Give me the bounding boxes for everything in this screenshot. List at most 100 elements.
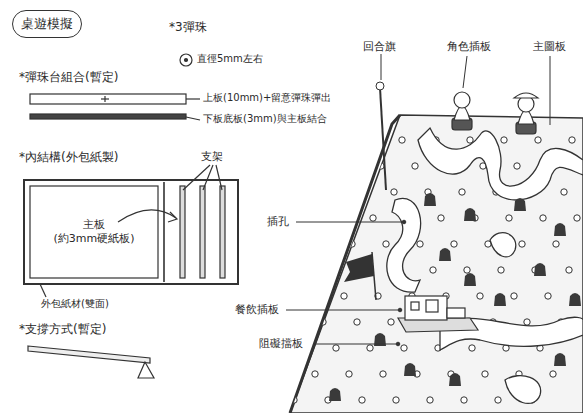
leader-line — [381, 54, 382, 80]
building — [405, 296, 447, 320]
part-label: 上板(10mm)+留意彈珠彈出 — [202, 92, 332, 104]
part-label: *彈珠台組合(暫定) — [18, 70, 119, 84]
peg-hole — [561, 189, 567, 195]
support-bar — [200, 186, 205, 278]
support-bar — [220, 186, 225, 278]
leader-line — [203, 165, 213, 190]
peg-hole — [315, 241, 321, 247]
peg-hole — [257, 397, 263, 403]
peg-hole — [273, 293, 279, 299]
sign — [447, 308, 465, 318]
leader-line — [296, 222, 404, 223]
obstacles — [329, 193, 581, 401]
restaurant-insert — [398, 296, 478, 332]
peg-hole — [511, 293, 517, 299]
peg-hole — [506, 215, 512, 221]
peg-hole — [370, 215, 376, 221]
part-label: *支撐方式(暫定) — [18, 322, 107, 336]
peg-hole — [312, 371, 318, 377]
obstacle-block — [329, 388, 341, 401]
obstacle-block — [554, 353, 566, 366]
peg-hole — [302, 215, 308, 221]
main-board — [290, 115, 583, 413]
node-text: 主板 — [83, 218, 105, 232]
part-label: *3彈珠 — [168, 20, 208, 34]
peg-hole — [550, 371, 556, 377]
peg-hole — [524, 319, 530, 325]
obstacle-block — [569, 293, 581, 306]
peg-hole — [331, 137, 337, 143]
main-board-box: 主板(約3mm硬紙板) — [30, 186, 158, 278]
part-label: 餐飲插板 — [234, 303, 280, 316]
peg-hole — [574, 215, 580, 221]
obstacle-block — [514, 198, 526, 211]
peg-hole — [498, 267, 504, 273]
peg-hole — [464, 267, 470, 273]
peg-hole — [354, 319, 360, 325]
peg-hole — [310, 163, 316, 169]
board-illustration — [257, 54, 583, 413]
curved-arrow — [118, 210, 176, 222]
peg-hole — [297, 137, 303, 143]
part-label: 插孔 — [266, 215, 290, 228]
peg-hole — [336, 215, 342, 221]
obstacle-block — [449, 373, 461, 386]
leader-line — [314, 344, 398, 345]
peg-hole — [495, 397, 501, 403]
peg-hole — [401, 345, 407, 351]
peg-hole — [383, 241, 389, 247]
peg-hole — [469, 345, 475, 351]
peg-hole — [393, 397, 399, 403]
peg-hole — [501, 137, 507, 143]
leader-dot — [396, 342, 400, 346]
flag — [344, 254, 374, 282]
peg-hole — [482, 371, 488, 377]
peg-hole — [545, 293, 551, 299]
peg-hole — [451, 241, 457, 247]
support-bar — [180, 186, 185, 278]
obstacle-block — [494, 293, 506, 306]
outer-wrap — [24, 180, 238, 284]
peg-hole — [535, 137, 541, 143]
peg-hole — [391, 189, 397, 195]
peg-hole — [286, 319, 292, 325]
leader-line — [216, 165, 222, 190]
peg-hole — [378, 163, 384, 169]
flag-pole — [380, 88, 386, 190]
peg-hole — [333, 345, 339, 351]
part-label: 回合旗 — [362, 40, 397, 53]
peg-hole — [461, 397, 467, 403]
peg-hole — [341, 293, 347, 299]
center-mark — [101, 98, 109, 99]
main-board-outline — [30, 186, 158, 278]
peg-hole — [467, 137, 473, 143]
peg-hole — [519, 241, 525, 247]
channel-path — [490, 233, 516, 257]
part-label: *內結構(外包紙製) — [18, 150, 119, 164]
window — [426, 300, 438, 312]
support-triangle — [138, 362, 154, 378]
peg-head — [454, 92, 470, 108]
part-label: 角色插板 — [446, 40, 492, 53]
obstacle-block — [464, 273, 476, 286]
part-label: 下板底板(3mm)與主板結合 — [202, 113, 328, 125]
marble-dot — [185, 59, 188, 62]
peg-hole — [357, 189, 363, 195]
peg-hole — [294, 267, 300, 273]
peg-hole — [514, 163, 520, 169]
character-pegs — [452, 92, 538, 134]
peg-hole — [291, 397, 297, 403]
channel-path — [387, 198, 421, 292]
obstacle-block — [424, 193, 436, 206]
peg-hole — [278, 371, 284, 377]
channel-path — [505, 376, 541, 404]
obstacle-block — [554, 223, 566, 236]
peg-hole — [417, 241, 423, 247]
peg-hat — [514, 93, 538, 98]
peg-hole — [380, 371, 386, 377]
peg-hole — [540, 215, 546, 221]
lower-board — [30, 114, 186, 119]
channels — [387, 128, 583, 403]
peg-hole — [459, 189, 465, 195]
